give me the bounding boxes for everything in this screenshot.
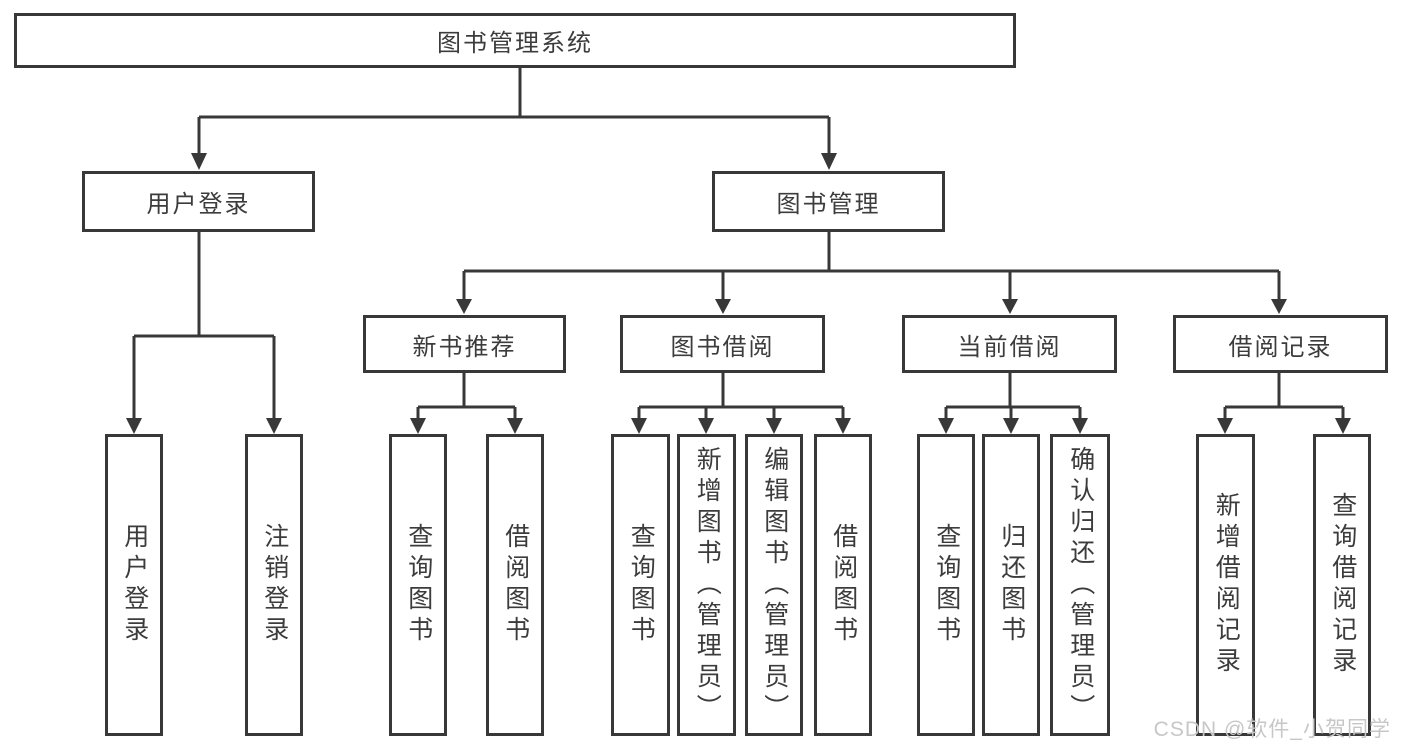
- connector-book-borrow-to-leaves: [631, 373, 851, 434]
- leaf-query-books-current-label: 查询图书: [932, 523, 961, 647]
- node-current-borrow: 当前借阅: [902, 315, 1117, 373]
- leaf-query-books-borrow-label: 查询图书: [627, 523, 656, 647]
- leaf-query-books-current: 查询图书: [917, 434, 975, 736]
- connector-new-book-recommend-to-leaves: [410, 373, 523, 434]
- leaf-return-books: 归还图书: [982, 434, 1040, 736]
- leaf-user-login-label: 用户登录: [120, 523, 149, 647]
- leaf-logout: 注销登录: [245, 434, 303, 736]
- leaf-add-books-admin-label: 新增图书（管理员）: [693, 445, 722, 725]
- leaf-confirm-return-admin-label: 确认归还（管理员）: [1066, 445, 1095, 725]
- leaf-edit-books-admin-label: 编辑图书（管理员）: [760, 445, 789, 725]
- leaf-confirm-return-admin: 确认归还（管理员）: [1050, 434, 1110, 736]
- node-new-book-recommend: 新书推荐: [363, 315, 566, 373]
- leaf-add-books-admin: 新增图书（管理员）: [677, 434, 736, 736]
- leaf-query-borrow-record-label: 查询借阅记录: [1328, 492, 1357, 678]
- leaf-query-books-recommend: 查询图书: [389, 434, 447, 736]
- leaf-add-borrow-record: 新增借阅记录: [1196, 434, 1255, 736]
- leaf-user-login: 用户登录: [105, 434, 163, 736]
- leaf-return-books-label: 归还图书: [997, 523, 1026, 647]
- leaf-borrow-books: 借阅图书: [814, 434, 872, 736]
- leaf-add-borrow-record-label: 新增借阅记录: [1212, 492, 1241, 678]
- connector-current-borrow-to-leaves: [938, 373, 1088, 434]
- leaf-query-books-recommend-label: 查询图书: [404, 523, 433, 647]
- leaf-query-books-borrow: 查询图书: [611, 434, 670, 736]
- leaf-borrow-books-recommend: 借阅图书: [486, 434, 544, 736]
- node-book-borrow: 图书借阅: [620, 315, 825, 373]
- node-root-system: 图书管理系统: [14, 13, 1016, 68]
- leaf-edit-books-admin: 编辑图书（管理员）: [745, 434, 803, 736]
- leaf-borrow-books-label: 借阅图书: [829, 523, 858, 647]
- leaf-query-borrow-record: 查询借阅记录: [1313, 434, 1371, 736]
- node-user-login: 用户登录: [82, 171, 315, 232]
- connector-borrow-records-to-leaves: [1217, 373, 1351, 434]
- connector-user-login-to-leaves: [126, 232, 282, 434]
- connector-book-management-to-level3: [456, 232, 1287, 314]
- connector-root-to-level2: [191, 68, 837, 170]
- node-borrow-records: 借阅记录: [1173, 315, 1388, 373]
- node-book-management: 图书管理: [712, 171, 945, 232]
- leaf-borrow-books-recommend-label: 借阅图书: [501, 523, 530, 647]
- leaf-logout-label: 注销登录: [260, 523, 289, 647]
